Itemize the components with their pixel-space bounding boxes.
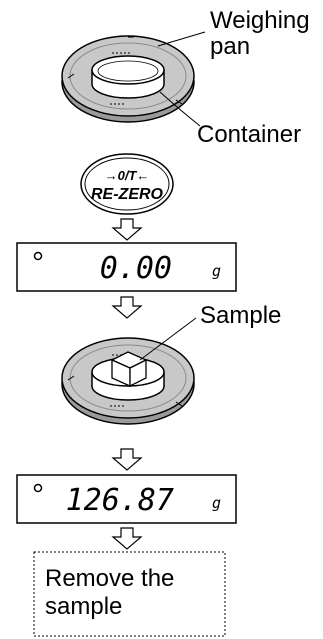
display-weight: 126.87 g (16, 474, 237, 524)
rezero-key-bottom-text: RE-ZERO (91, 186, 164, 203)
weighing-pan-label-line1: Weighing (210, 7, 310, 34)
container-label: Container (197, 121, 301, 148)
display-zero-unit: g (212, 262, 221, 280)
stable-indicator-icon (33, 483, 43, 493)
rezero-key-top-text: →0/T← (105, 168, 150, 183)
down-arrow-3 (111, 448, 143, 471)
down-arrow-1 (111, 218, 143, 241)
display-zero: 0.00 g (16, 242, 237, 292)
weighing-pan-with-container (61, 35, 195, 123)
display-zero-value: 0.00 (100, 251, 172, 286)
sample-label: Sample (200, 302, 281, 329)
container-leader (159, 91, 201, 127)
down-arrow-4 (111, 527, 143, 550)
sample-cube (110, 351, 148, 388)
down-arrow-2 (111, 296, 143, 319)
display-weight-unit: g (212, 494, 221, 512)
remove-sample-text-line2: sample (45, 593, 122, 620)
weighing-pan-label-line2: pan (210, 33, 250, 60)
rezero-key: →0/T← RE-ZERO (80, 153, 174, 215)
display-weight-value: 126.87 (66, 483, 174, 518)
weighing-pan-leader (157, 31, 206, 47)
remove-sample-box: Remove the sample (33, 551, 226, 637)
weighing-pan-with-sample (61, 337, 195, 425)
stable-indicator-icon (33, 251, 43, 261)
remove-sample-text-line1: Remove the (45, 565, 174, 592)
sample-leader (139, 317, 197, 361)
